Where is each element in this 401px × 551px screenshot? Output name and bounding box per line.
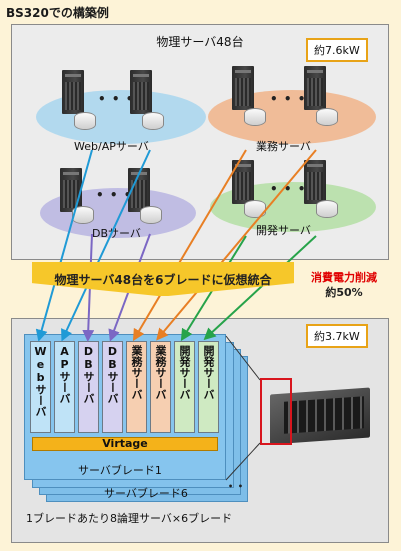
- power-reduction-label: 消費電力削減: [300, 270, 388, 285]
- arrow-web: [40, 150, 92, 336]
- arrow-biz: [136, 150, 246, 336]
- power-reduction-value: 約50%: [300, 285, 388, 300]
- power-reduction-callout: 消費電力削減 約50%: [300, 270, 388, 300]
- arrow-web: [64, 150, 150, 336]
